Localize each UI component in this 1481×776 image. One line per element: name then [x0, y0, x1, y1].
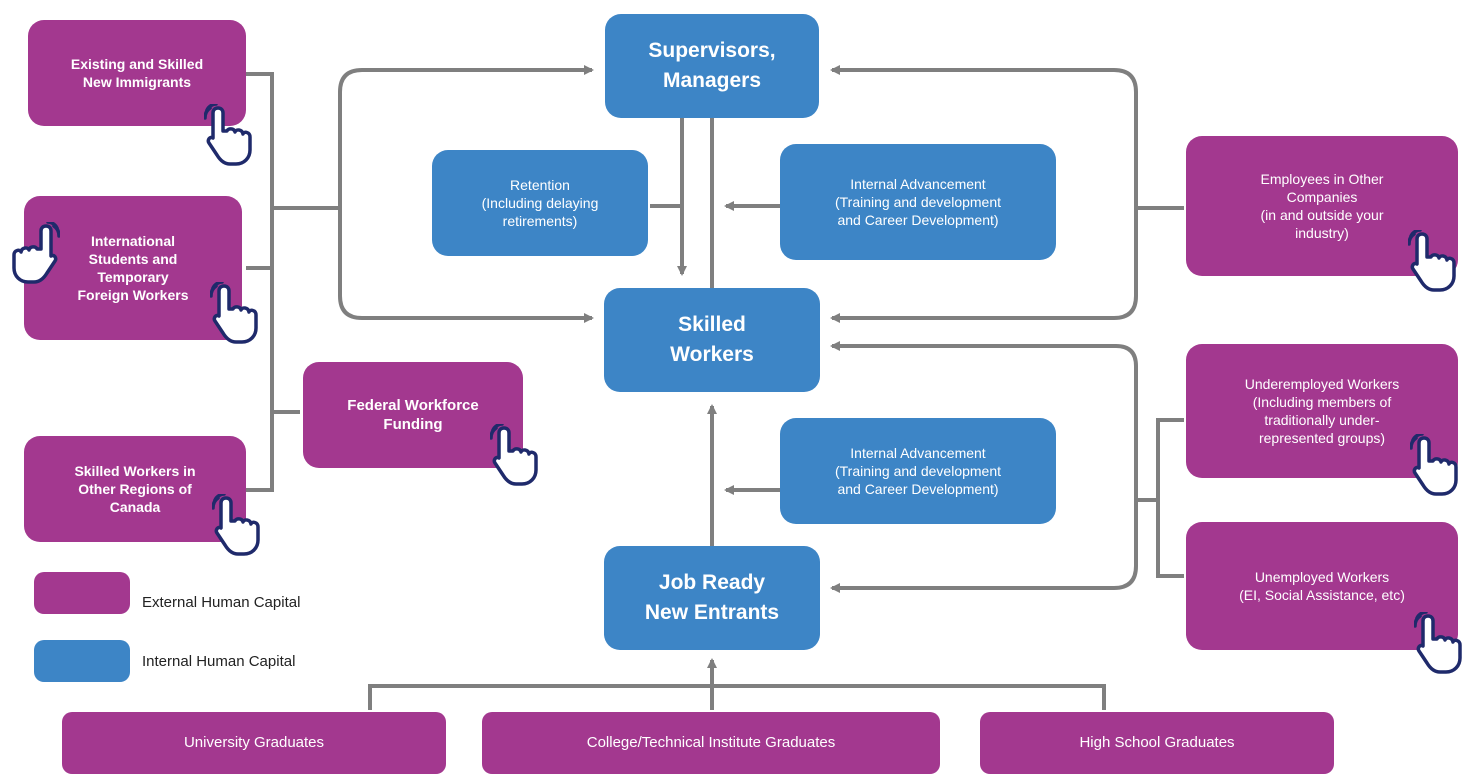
- legend-label-external: External Human Capital: [142, 594, 301, 611]
- pointing-hand-icon: [1410, 434, 1458, 496]
- federal-workforce-funding-node: Federal Workforce Funding: [303, 362, 523, 468]
- legend-swatch-external: [34, 572, 130, 614]
- pointing-hand-icon: [490, 424, 538, 486]
- internal-advancement-bottom-node: Internal Advancement (Training and devel…: [780, 418, 1056, 524]
- pointing-hand-icon: [212, 494, 260, 556]
- international-students-temporary-foreign-workers-node: International Students and Temporary For…: [24, 196, 242, 340]
- job-ready-new-entrants-node: Job Ready New Entrants: [604, 546, 820, 650]
- supervisors-managers-node: Supervisors, Managers: [605, 14, 819, 118]
- legend-label-internal: Internal Human Capital: [142, 653, 296, 670]
- skilled-workers-node: Skilled Workers: [604, 288, 820, 392]
- high-school-graduates-node: High School Graduates: [980, 712, 1334, 774]
- employees-other-companies-node: Employees in Other Companies (in and out…: [1186, 136, 1458, 276]
- internal-advancement-top-node: Internal Advancement (Training and devel…: [780, 144, 1056, 260]
- unemployed-workers-node: Unemployed Workers (EI, Social Assistanc…: [1186, 522, 1458, 650]
- pointing-hand-icon: [1408, 230, 1456, 292]
- pointing-hand-icon: [12, 222, 60, 284]
- retention-node: Retention (Including delaying retirement…: [432, 150, 648, 256]
- underemployed-workers-node: Underemployed Workers (Including members…: [1186, 344, 1458, 478]
- university-graduates-node: University Graduates: [62, 712, 446, 774]
- college-technical-institute-graduates-node: College/Technical Institute Graduates: [482, 712, 940, 774]
- pointing-hand-icon: [1414, 612, 1462, 674]
- legend-swatch-internal: [34, 640, 130, 682]
- pointing-hand-icon: [204, 104, 252, 166]
- pointing-hand-icon: [210, 282, 258, 344]
- skilled-workers-other-regions-node: Skilled Workers in Other Regions of Cana…: [24, 436, 246, 542]
